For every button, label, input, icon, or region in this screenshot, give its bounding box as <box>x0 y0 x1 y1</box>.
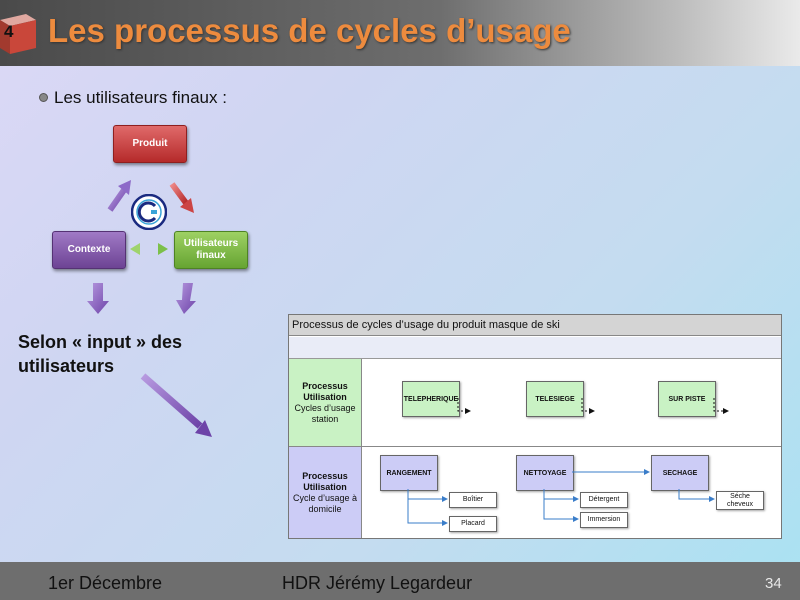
step-sechage: SECHAGE <box>651 455 709 491</box>
step-telesiege: TELESIEGE <box>526 381 584 417</box>
process-connectors <box>407 398 729 526</box>
arrow-contexte-produit <box>107 180 131 212</box>
lane-station-title: Processus Utilisation <box>302 380 348 402</box>
lane-domicile-subtitle: Cycle d’usage à domicile <box>292 492 358 514</box>
bullet-text: Les utilisateurs finaux : <box>54 88 227 107</box>
arrow-produit-utilisateurs <box>169 182 194 213</box>
lane-domicile: Processus Utilisation Cycle d’usage à do… <box>289 447 781 538</box>
node-produit: Produit <box>113 125 187 163</box>
node-utilisateurs-finaux: Utilisateurs finaux <box>174 231 248 269</box>
section-cube-icon <box>0 14 36 54</box>
section-number: 4 <box>4 22 14 41</box>
node-contexte: Contexte <box>52 231 126 269</box>
arrow-to-process <box>140 373 212 437</box>
step-telepherique: TELEPHERIQUE <box>402 381 460 417</box>
footer-date: 1er Décembre <box>48 573 163 593</box>
title-bar: 4 Les processus de cycles d’usage <box>0 0 800 66</box>
process-blank-row <box>289 337 781 359</box>
footer-bar: 1er Décembre HDR Jérémy Legardeur 34 <box>0 562 800 600</box>
lane-domicile-header: Processus Utilisation Cycle d’usage à do… <box>289 447 362 538</box>
lane-station-header: Processus Utilisation Cycles d’usage sta… <box>289 359 362 446</box>
process-title: Processus de cycles d’usage du produit m… <box>289 315 781 336</box>
input-note: Selon « input » des utilisateurs <box>18 332 183 376</box>
page-number: 34 <box>765 575 782 592</box>
step-nettoyage: NETTOYAGE <box>516 455 574 491</box>
footer-author: HDR Jérémy Legardeur <box>282 573 473 593</box>
arrow-down-left <box>87 283 109 314</box>
substep-immersion: Immersion <box>580 512 628 528</box>
substep-detergent: Détergent <box>580 492 628 508</box>
step-rangement: RANGEMENT <box>380 455 438 491</box>
substep-placard: Placard <box>449 516 497 532</box>
step-sur-piste: SUR PISTE <box>658 381 716 417</box>
lane-station-subtitle: Cycles d’usage station <box>294 402 356 424</box>
substep-seche-cheveux: Séche cheveux <box>716 491 764 510</box>
slide-title: Les processus de cycles d’usage <box>48 12 571 49</box>
lane-domicile-title: Processus Utilisation <box>302 470 348 492</box>
arrow-contexte-utilisateurs <box>130 243 168 255</box>
bullet-icon <box>39 93 48 102</box>
substep-boitier: Boîtier <box>449 492 497 508</box>
process-diagram: Processus de cycles d’usage du produit m… <box>288 314 782 539</box>
center-logo-icon <box>131 194 167 230</box>
lane-station: Processus Utilisation Cycles d’usage sta… <box>289 359 781 447</box>
arrow-down-right <box>176 283 196 314</box>
